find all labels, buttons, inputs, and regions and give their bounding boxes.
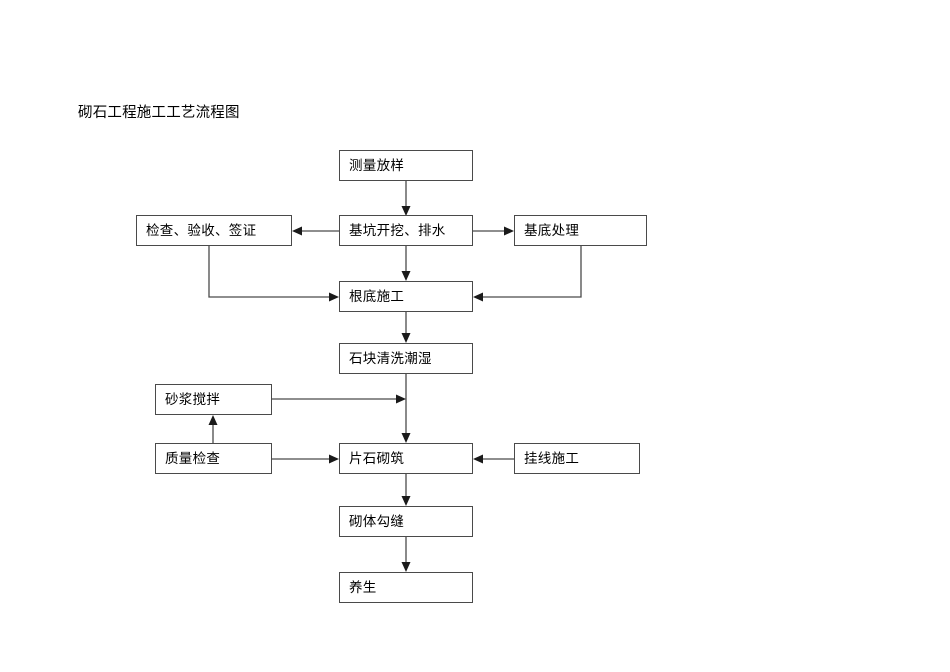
edge-n3-n4: [473, 226, 514, 236]
node-jikeng-kaiwa-paishui[interactable]: 基坑开挖、排水: [339, 215, 473, 246]
node-yangsheng[interactable]: 养生: [339, 572, 473, 603]
edge-n1-n3: [401, 181, 411, 216]
node-shajiang-jiaoban[interactable]: 砂浆搅拌: [155, 384, 272, 415]
edge-n2-n5: [208, 246, 339, 302]
node-gendi-shigong[interactable]: 根底施工: [339, 281, 473, 312]
node-pianshi-qizhu[interactable]: 片石砌筑: [339, 443, 473, 474]
node-zhiliang-jiancha[interactable]: 质量检查: [155, 443, 272, 474]
edge-n6-n9: [401, 374, 411, 443]
node-qiti-gaofeng[interactable]: 砌体勾缝: [339, 506, 473, 537]
node-guaxian-shigong[interactable]: 挂线施工: [514, 443, 640, 474]
edge-n7-n9: [272, 394, 406, 404]
node-jidi-chuli[interactable]: 基底处理: [514, 215, 647, 246]
edge-n11-n12: [401, 537, 411, 572]
node-ceiliang-fangyang[interactable]: 测量放样: [339, 150, 473, 181]
edge-n8-n9: [272, 454, 339, 464]
edge-n5-n6: [401, 312, 411, 343]
edge-n8-n7: [208, 415, 218, 443]
edge-n3-n2: [292, 226, 339, 236]
edge-n3-n5: [401, 246, 411, 281]
page-title: 砌石工程施工工艺流程图: [78, 105, 240, 121]
edge-n9-n11: [401, 474, 411, 506]
node-jiancha-yanshou-qianzheng[interactable]: 检查、验收、签证: [136, 215, 292, 246]
node-shikuai-qingxi-chaoshi[interactable]: 石块清洗潮湿: [339, 343, 473, 374]
edge-n10-n9: [473, 454, 514, 464]
edge-n4-n5: [473, 246, 582, 302]
